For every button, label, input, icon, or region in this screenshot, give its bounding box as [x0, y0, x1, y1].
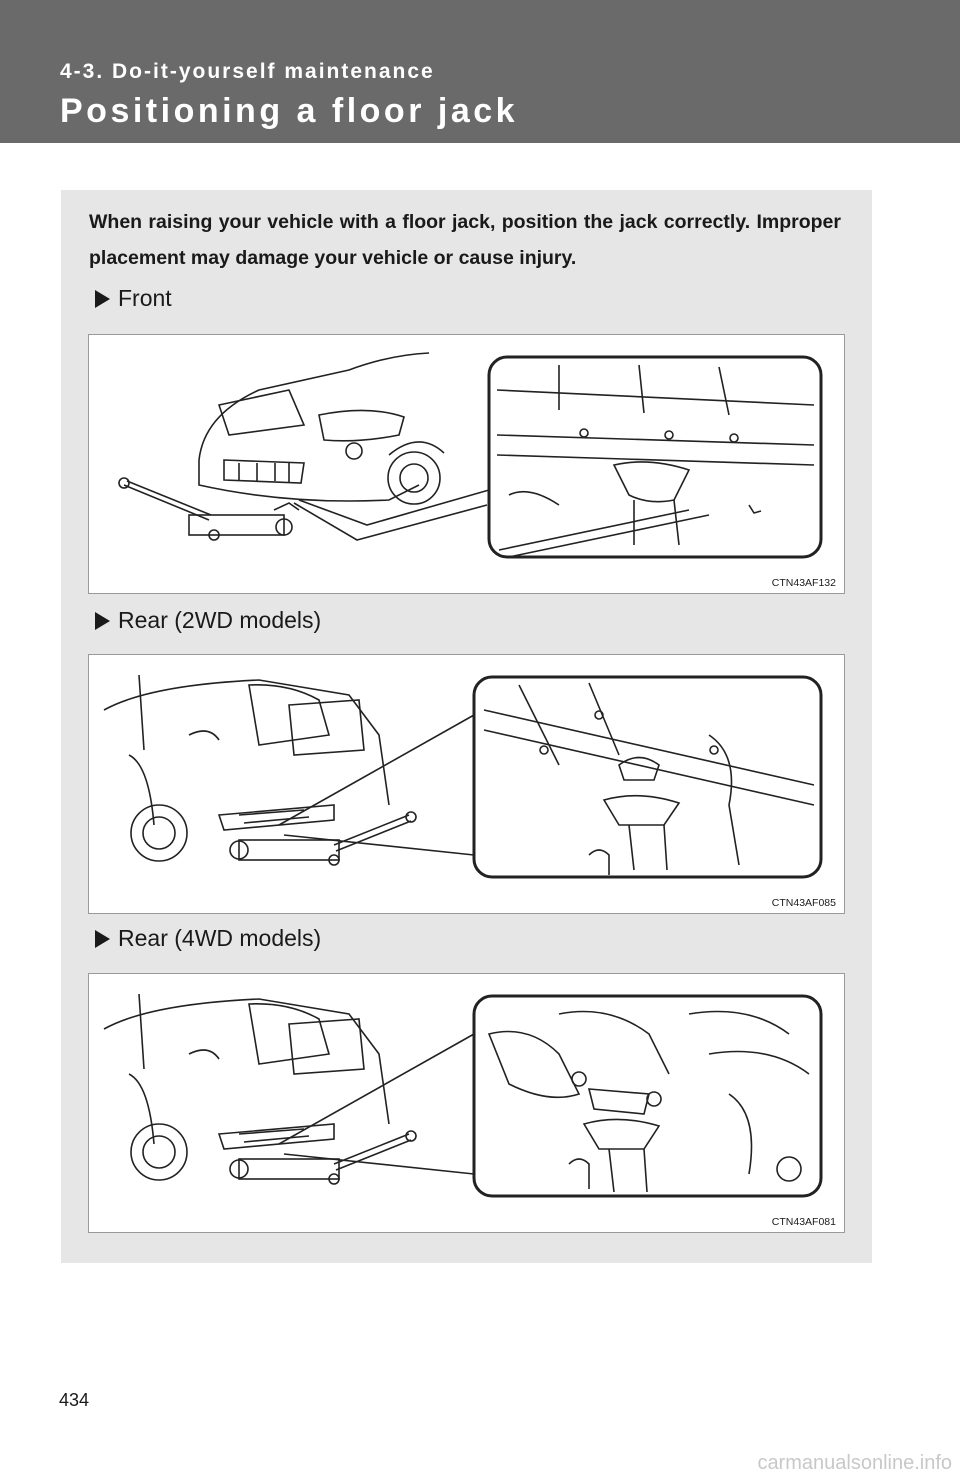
- subhead-label: Rear (4WD models): [118, 925, 322, 951]
- figure-code: CTN43AF081: [771, 1216, 836, 1228]
- page-title: Positioning a floor jack: [60, 92, 519, 130]
- rear-2wd-jack-illustration: [103, 674, 823, 879]
- page-header: 4-3. Do-it-yourself maintenance Position…: [0, 0, 960, 143]
- figure-code: CTN43AF132: [771, 577, 836, 589]
- figure-rear-4wd: CTN43AF081: [88, 973, 845, 1233]
- rear-4wd-jack-illustration: [103, 993, 823, 1198]
- triangle-arrow-icon: [95, 289, 110, 308]
- section-label: 4-3. Do-it-yourself maintenance: [60, 60, 435, 83]
- page-number: 434: [59, 1390, 90, 1410]
- triangle-arrow-icon: [95, 611, 110, 630]
- subhead-label: Front: [118, 285, 172, 311]
- watermark: carmanualsonline.info: [757, 1452, 952, 1474]
- intro-text: When raising your vehicle with a floor j…: [89, 211, 841, 269]
- figure-rear-2wd: CTN43AF085: [88, 654, 845, 914]
- subhead-label: Rear (2WD models): [118, 607, 322, 633]
- subhead-front: Front: [95, 285, 172, 312]
- figure-front: CTN43AF132: [88, 334, 845, 594]
- subhead-rear-4wd: Rear (4WD models): [95, 925, 321, 952]
- figure-code: CTN43AF085: [771, 897, 836, 909]
- subhead-rear-2wd: Rear (2WD models): [95, 607, 321, 634]
- front-jack-illustration: [118, 352, 823, 559]
- triangle-arrow-icon: [95, 929, 110, 948]
